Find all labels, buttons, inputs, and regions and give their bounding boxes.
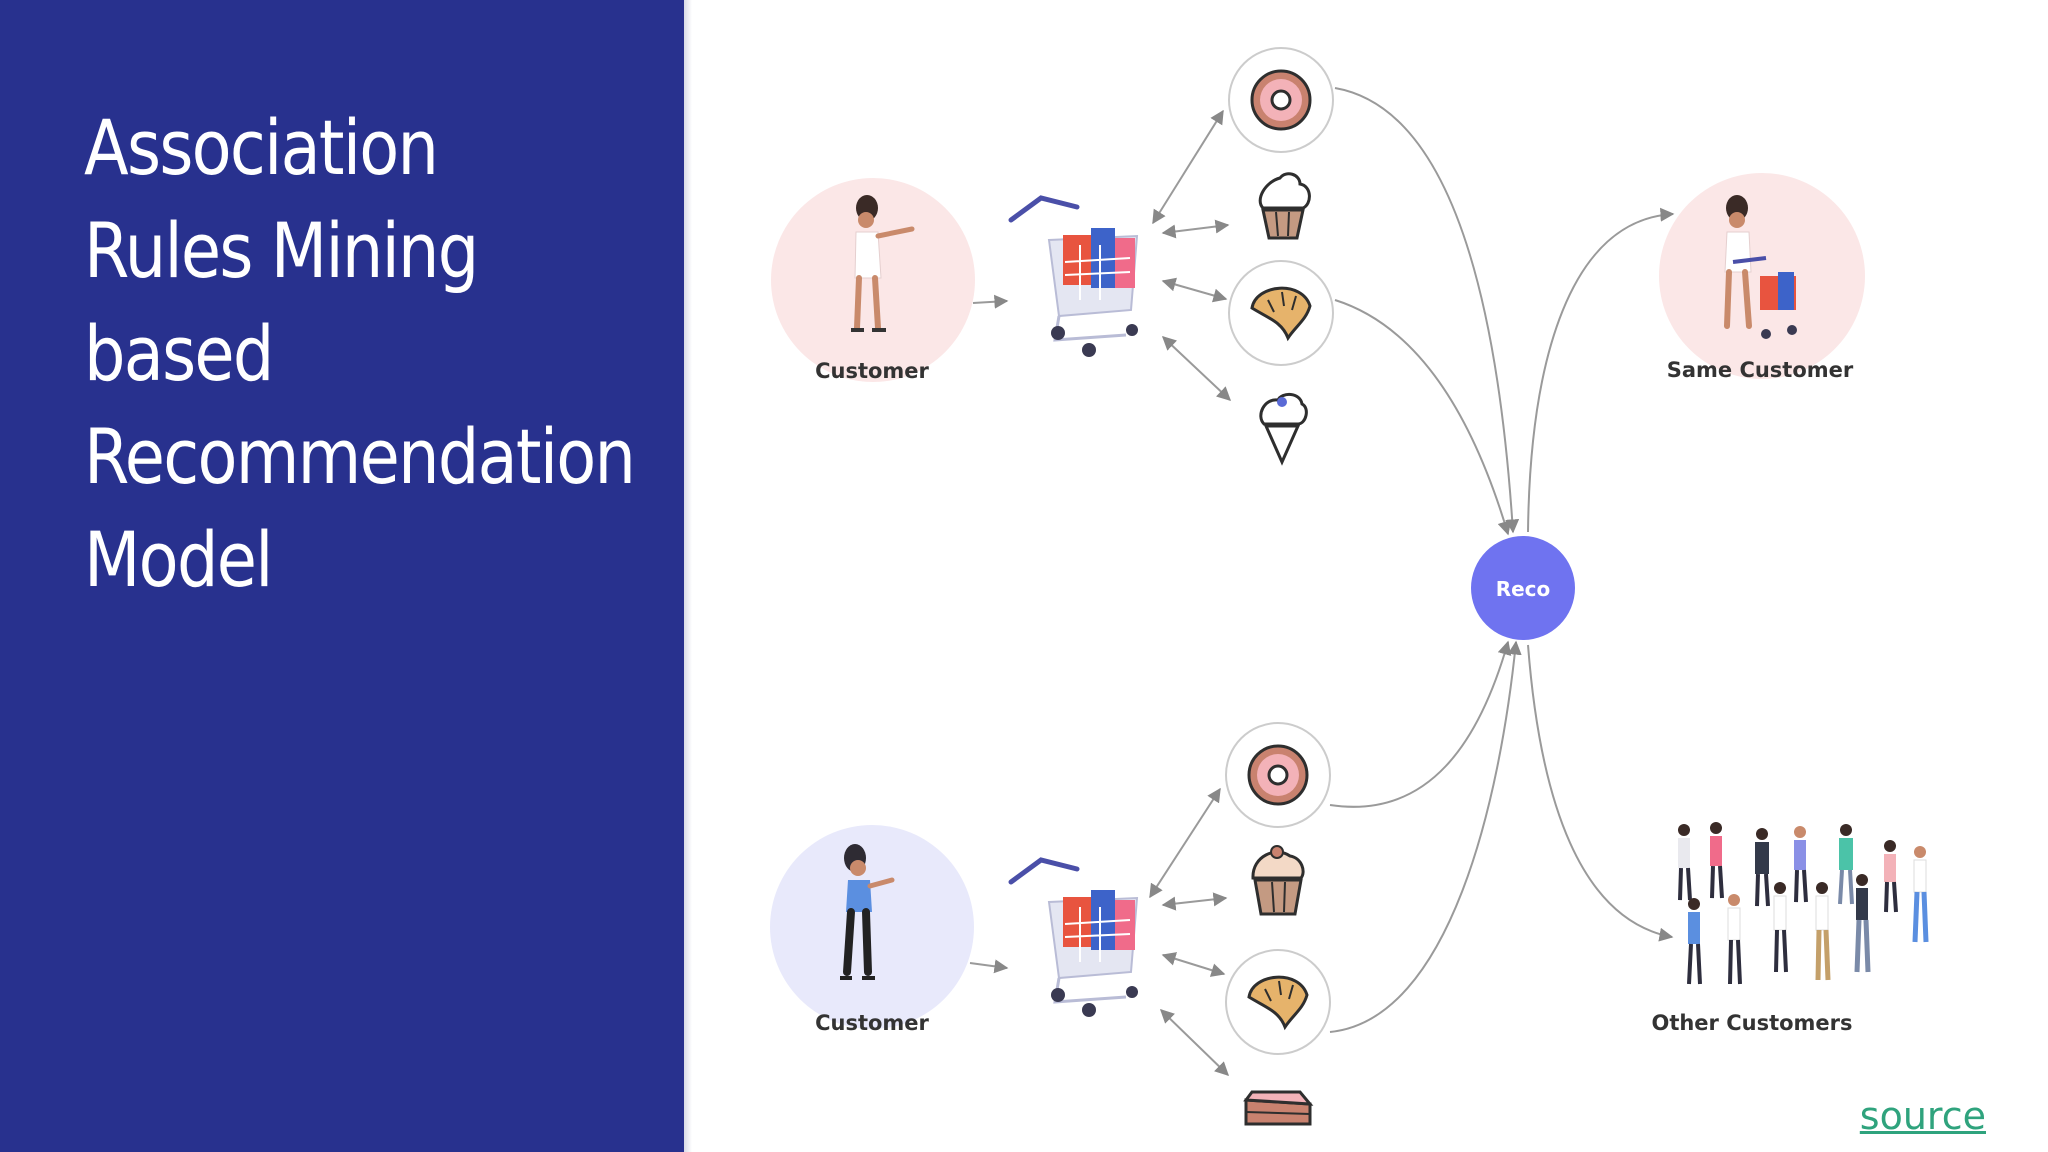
other-customers-label: Other Customers [1651,1011,1852,1035]
arrow-cart-to-croissant-top [1161,277,1228,303]
other-customers-icon: Other Customers [1651,822,1929,1035]
woman-with-cart-icon [1724,195,1797,339]
customer-top: Customer [771,178,975,383]
slide-title: Association Rules Mining based Recommend… [84,103,636,604]
donut-bottom-icon [1225,722,1331,828]
reco-label: Reco [1496,577,1551,601]
arrow-cart-to-muffin-bottom [1161,892,1228,911]
croissant-icon [1228,260,1334,366]
same-customer: Same Customer [1659,173,1865,382]
woman-figure-blue-icon [840,844,895,980]
curve-reco-to-other-customers [1527,644,1674,942]
left-panel: Association Rules Mining based Recommend… [0,0,684,1152]
source-link[interactable]: source [1859,1094,1986,1138]
customer-bottom-label: Customer [815,1011,929,1035]
woman-figure-icon [851,195,915,332]
curve-reco-to-same-customer [1527,207,1675,533]
arrow-cart-to-donut-top [1152,109,1224,225]
curve-donut-bottom-to-reco [1329,640,1512,808]
shopping-cart-bottom-icon [1008,857,1139,1017]
recommendation-diagram: Customer Reco [770,47,1929,1126]
customer-bottom: Customer [770,825,974,1035]
arrow-cart-to-donut-bottom [1149,787,1221,899]
reco-node: Reco [1471,536,1575,640]
arrow-cart-to-cake-bottom [1159,1009,1230,1076]
curve-croissant-to-reco [1334,299,1512,536]
ice-cream-icon [1259,393,1308,466]
cupcake-icon [1258,172,1311,240]
donut-icon [1228,47,1334,153]
muffin-icon [1251,845,1305,916]
arrow-cart-to-icecream-top [1161,336,1232,401]
curve-donut-to-reco [1334,87,1520,534]
curve-croissant-bottom-to-reco [1329,640,1522,1033]
arrow-cart-to-cupcake-top [1161,219,1230,239]
croissant-bottom-icon [1225,949,1331,1055]
customer-top-label: Customer [815,359,929,383]
arrow-customer-to-cart-top [972,294,1009,309]
arrow-cart-to-croissant-bottom [1161,952,1226,977]
panel-divider [684,0,692,1152]
arrow-customer-to-cart-bottom [969,959,1009,974]
shopping-cart-top-icon [1008,195,1139,357]
cake-slice-icon [1243,1090,1314,1126]
same-customer-label: Same Customer [1667,358,1854,382]
